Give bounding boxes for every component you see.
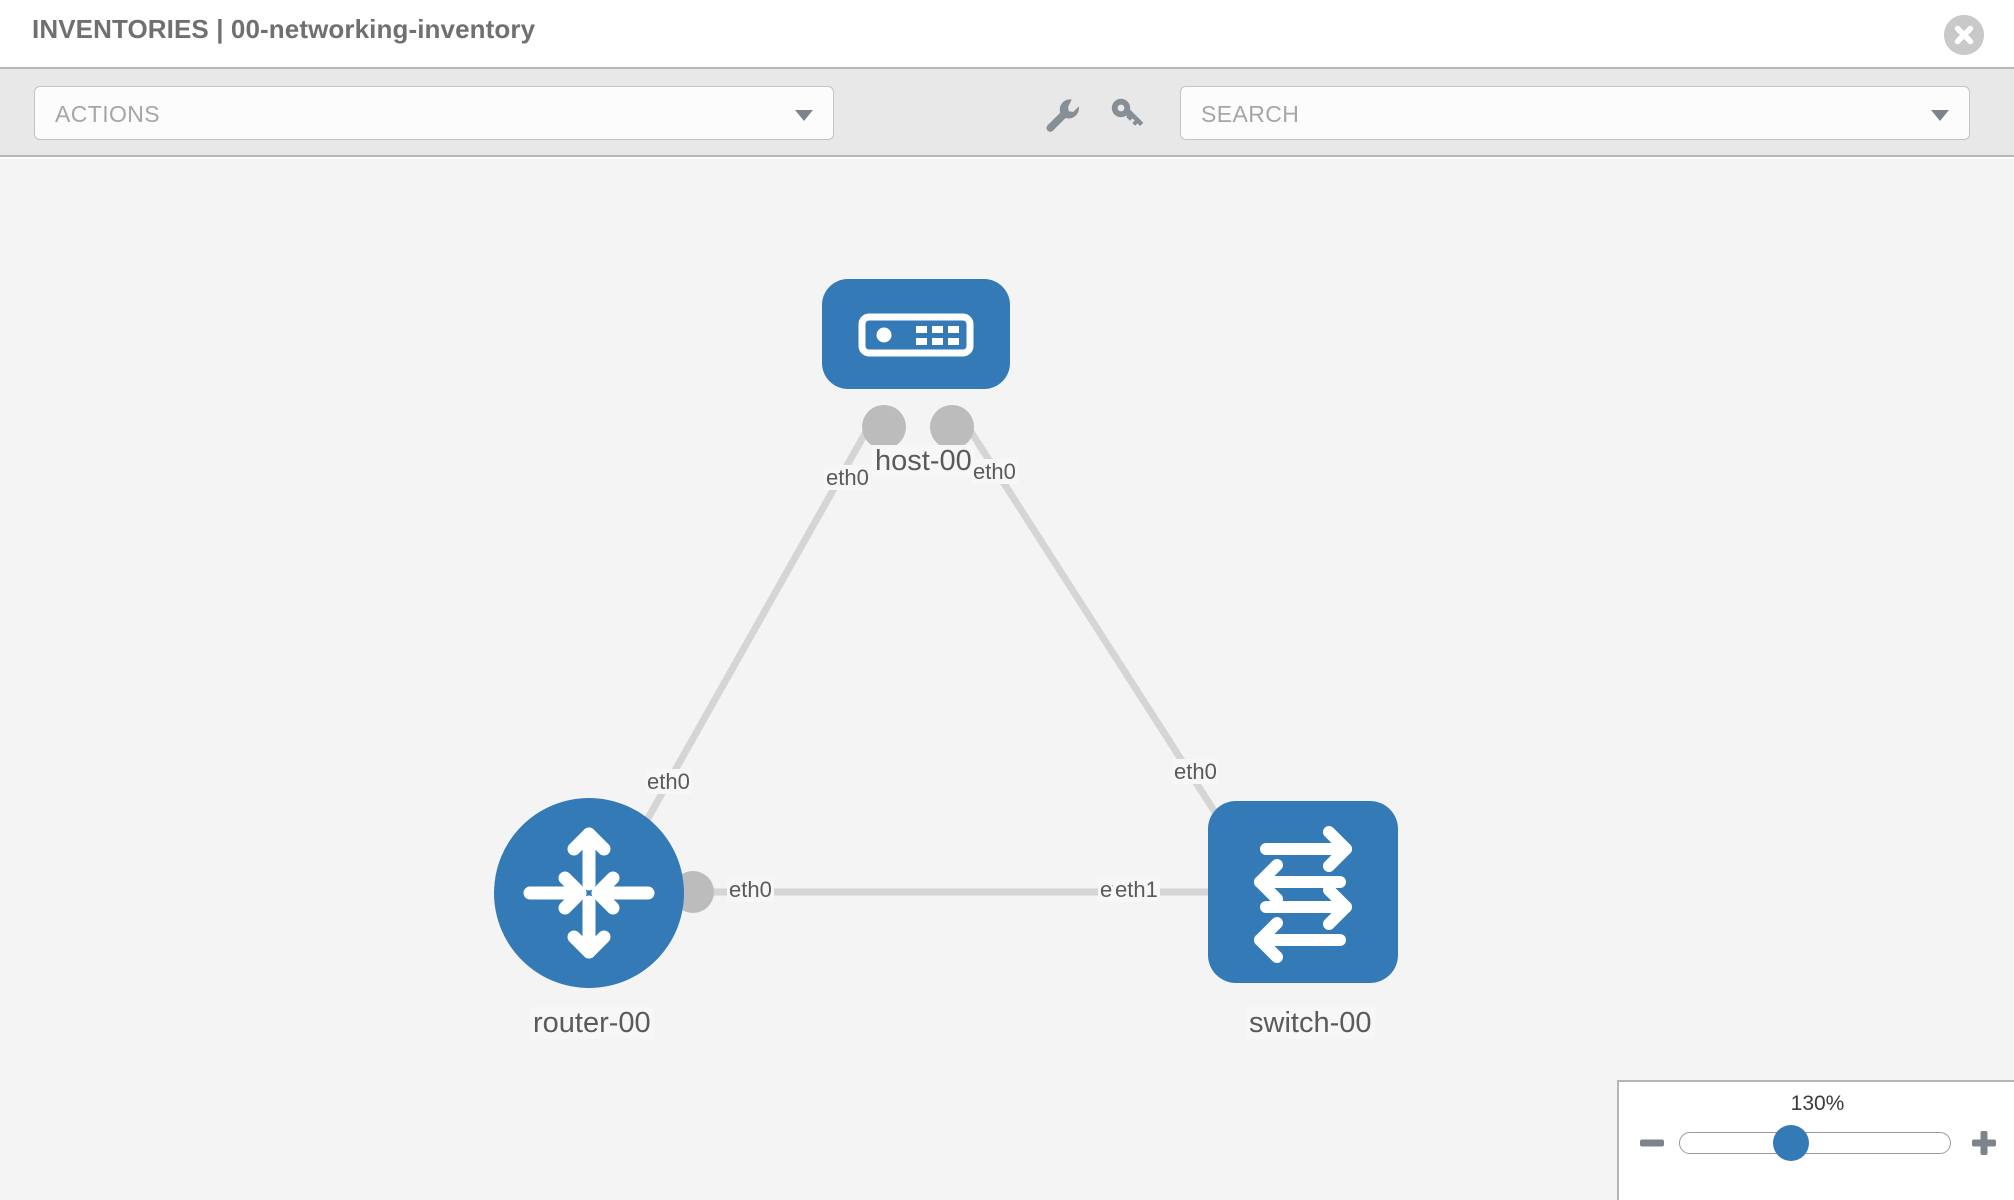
edge-label-router-host: eth0 (645, 769, 692, 795)
page-title: INVENTORIES | 00-networking-inventory (32, 14, 536, 44)
edge-label-switch-router: eth1 (1113, 877, 1160, 903)
node-label-switch-00: switch-00 (1246, 1007, 1375, 1040)
search-placeholder: SEARCH (1201, 101, 1300, 127)
zoom-control-panel: 130% (1617, 1080, 2014, 1200)
topology-canvas[interactable]: host-00 eth0 eth0 router-00 eth0 eth0 (0, 159, 2014, 1200)
zoom-out-button[interactable] (1639, 1130, 1665, 1156)
router-arrows-icon (494, 798, 684, 988)
connector-host-left (862, 405, 906, 449)
toolbar: ACTIONS SEARCH (0, 69, 2014, 157)
edge-label-host-router: eth0 (824, 465, 871, 491)
search-input[interactable]: SEARCH (1180, 86, 1970, 140)
actions-dropdown-label: ACTIONS (55, 101, 161, 127)
node-switch-00[interactable] (1208, 801, 1398, 983)
connector-host-right (930, 405, 974, 449)
edge-label-host-switch: eth0 (971, 459, 1018, 485)
zoom-in-button[interactable] (1971, 1130, 1997, 1156)
node-label-host-00: host-00 (872, 445, 975, 478)
chevron-down-icon (795, 110, 813, 121)
edge-label-switch-host: eth0 (1172, 759, 1219, 785)
page-header: INVENTORIES | 00-networking-inventory (0, 0, 2014, 69)
zoom-percent-label: 130% (1790, 1092, 1845, 1115)
wrench-icon (1046, 99, 1079, 132)
topology-edges (621, 405, 1248, 896)
wrench-button[interactable] (1040, 93, 1084, 135)
edge-label-router-switch: eth0 (727, 877, 774, 903)
topology-connectors (672, 405, 1261, 913)
plus-icon (1972, 1131, 1996, 1155)
zoom-slider-knob[interactable] (1773, 1125, 1809, 1161)
node-label-router-00: router-00 (530, 1007, 654, 1040)
switch-arrows-icon (1208, 801, 1398, 983)
key-button[interactable] (1105, 93, 1149, 135)
key-icon (1111, 98, 1144, 126)
node-router-00[interactable] (494, 798, 684, 988)
actions-dropdown[interactable]: ACTIONS (34, 86, 834, 140)
server-icon (822, 279, 1010, 389)
close-circle-icon (1944, 15, 1984, 55)
minus-icon (1640, 1139, 1664, 1147)
zoom-slider-track[interactable] (1679, 1132, 1951, 1154)
chevron-down-icon[interactable] (1931, 110, 1949, 121)
close-button[interactable] (1944, 15, 1984, 55)
node-host-00[interactable] (822, 279, 1010, 389)
